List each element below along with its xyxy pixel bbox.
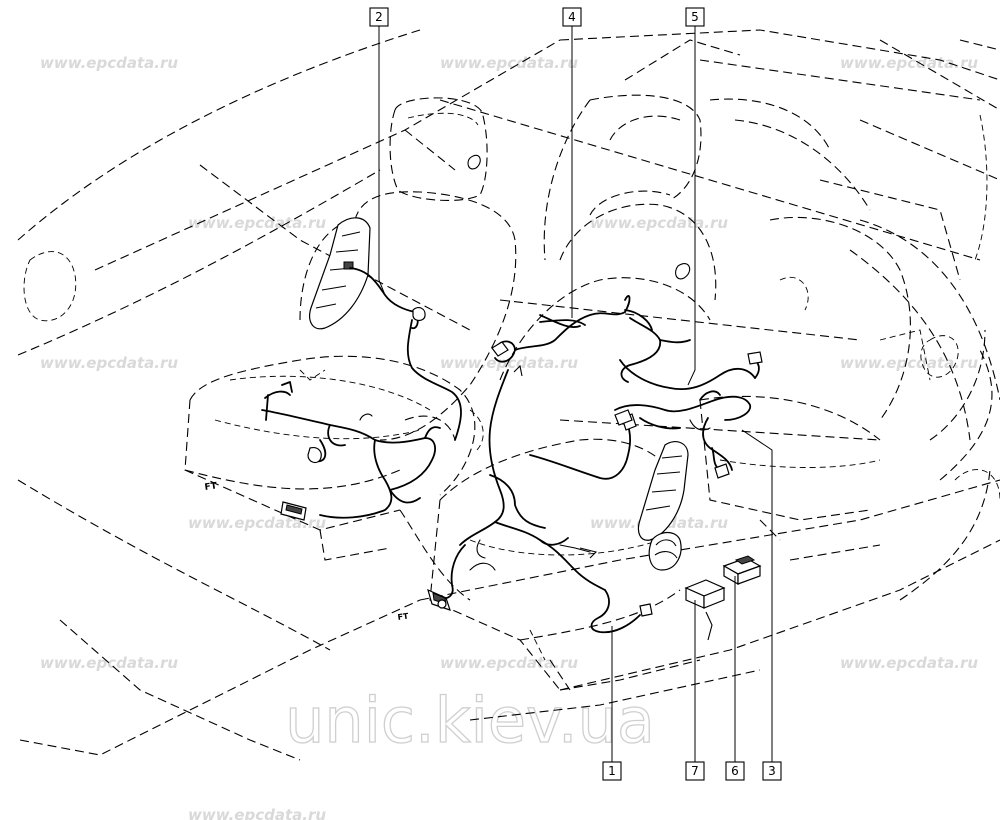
- rear-seat: [699, 98, 961, 541]
- seat-base-marking: FT: [397, 611, 410, 622]
- watermark-layer: www.epcdata.ru www.epcdata.ru www.epcdat…: [40, 54, 978, 820]
- callout-number: 2: [375, 10, 383, 24]
- watermark-text: www.epcdata.ru: [40, 654, 178, 672]
- watermark-text: www.epcdata.ru: [188, 514, 326, 532]
- rear-harness: [614, 351, 763, 479]
- callout-number: 1: [608, 764, 616, 778]
- callout-number: 5: [691, 10, 699, 24]
- watermark-text: www.epcdata.ru: [840, 354, 978, 372]
- watermark-text: www.epcdata.ru: [440, 54, 578, 72]
- sensor-unit: [722, 555, 762, 586]
- callout-number: 7: [691, 764, 699, 778]
- seat-belt-buckle: [648, 531, 682, 571]
- watermark-text: www.epcdata.ru: [40, 54, 178, 72]
- front-left-seat: [184, 97, 517, 601]
- watermark-text: www.epcdata.ru: [40, 354, 178, 372]
- callout-2: 2: [369, 7, 389, 27]
- watermark-text: www.epcdata.ru: [188, 214, 326, 232]
- callout-5: 5: [685, 7, 705, 27]
- left-side-airbag-module: [309, 217, 371, 330]
- left-seat-harness: [261, 267, 462, 521]
- right-seat-harness: [427, 295, 662, 634]
- callout-6: 6: [725, 761, 745, 781]
- watermark-text: www.epcdata.ru: [440, 354, 578, 372]
- callout-7: 7: [685, 761, 705, 781]
- callout-1: 1: [602, 761, 622, 781]
- watermark-text: www.epcdata.ru: [840, 654, 978, 672]
- floor-harness: [513, 309, 691, 559]
- callout-number: 6: [731, 764, 739, 778]
- watermark-text: www.epcdata.ru: [440, 654, 578, 672]
- watermark-brand: unic.kiev.ua: [285, 684, 655, 757]
- callout-4: 4: [562, 7, 582, 27]
- control-unit: [684, 579, 726, 641]
- watermark-text: www.epcdata.ru: [840, 54, 978, 72]
- watermark-text: www.epcdata.ru: [590, 214, 728, 232]
- callout-number: 4: [568, 10, 576, 24]
- right-side-airbag-module: [637, 441, 689, 541]
- callout-number: 3: [768, 764, 776, 778]
- callout-3: 3: [762, 761, 782, 781]
- vehicle-body-outline: [17, 29, 1000, 761]
- leader-lines: [378, 26, 773, 762]
- watermark-text: www.epcdata.ru: [188, 806, 326, 820]
- seat-base-marking: FT: [204, 481, 218, 493]
- front-right-seat: [429, 94, 717, 691]
